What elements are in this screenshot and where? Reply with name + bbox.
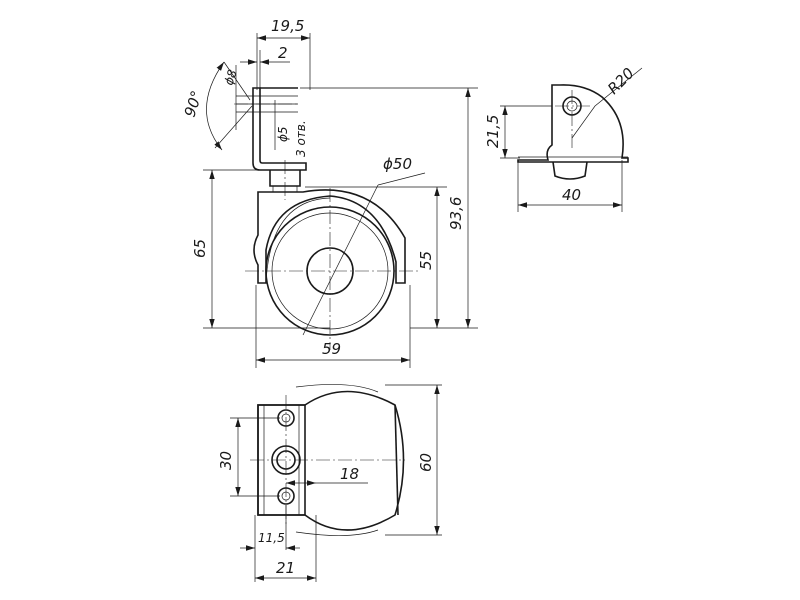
label-center-offset: 18 xyxy=(340,465,359,483)
plan-wheel-curves xyxy=(295,384,379,536)
housing-outline xyxy=(253,189,406,284)
extension-side-height xyxy=(500,105,552,159)
diameter-leader-shelf xyxy=(377,172,426,186)
extension-plan-height xyxy=(385,384,442,536)
plan-housing-right xyxy=(394,404,399,516)
side-stem xyxy=(552,161,588,180)
angle-extensions xyxy=(214,61,253,149)
label-plate-width: 21 xyxy=(276,559,295,577)
label-side-radius: R20 xyxy=(604,64,638,98)
label-side-width: 40 xyxy=(562,186,581,204)
extension-plate xyxy=(254,505,317,582)
side-hole-centerlines xyxy=(555,90,590,150)
label-hole-diameter: ϕ5 xyxy=(276,126,290,142)
side-view xyxy=(517,67,643,180)
label-flange-thickness: 2 xyxy=(278,44,288,62)
label-overall-height: 93,6 xyxy=(447,197,465,230)
mounting-plate-outline xyxy=(252,87,307,171)
front-dimensions: 19,5 2 ϕ8 90° ϕ5 3 отв. ϕ50 93,6 65 55 5… xyxy=(181,17,478,368)
radius-leader xyxy=(571,67,643,139)
label-plate-offset: 11,5 xyxy=(258,531,285,545)
label-side-height: 21,5 xyxy=(484,115,502,148)
label-housing-height: 55 xyxy=(417,251,435,270)
extension-overall-length xyxy=(255,285,411,368)
label-axle-height: 65 xyxy=(191,239,209,258)
label-holes-count: 3 отв. xyxy=(294,120,308,157)
plan-centerlines xyxy=(250,395,405,525)
plan-dimensions: 30 18 60 11,5 21 xyxy=(217,384,442,582)
label-bend-angle: 90° xyxy=(181,88,206,119)
wheel-centerlines xyxy=(245,188,420,350)
plan-housing-outline xyxy=(257,390,405,531)
label-wheel-diameter: ϕ50 xyxy=(383,155,412,173)
label-overall-length: 59 xyxy=(322,340,341,358)
plan-view xyxy=(250,384,405,536)
extension-lines-top xyxy=(256,33,311,90)
extension-overall-height xyxy=(300,87,478,329)
label-hole-spacing: 30 xyxy=(217,451,235,470)
front-view xyxy=(234,87,426,350)
diameter-leader xyxy=(302,184,379,336)
label-top-width: 19,5 xyxy=(271,17,304,35)
housing-inner-line xyxy=(265,197,331,284)
label-plan-height: 60 xyxy=(417,453,435,472)
label-pin-diameter: ϕ8 xyxy=(222,67,240,86)
side-housing-outline xyxy=(517,84,629,163)
side-dimensions: 21,5 R20 40 xyxy=(484,64,638,212)
angle-arc xyxy=(206,61,225,151)
